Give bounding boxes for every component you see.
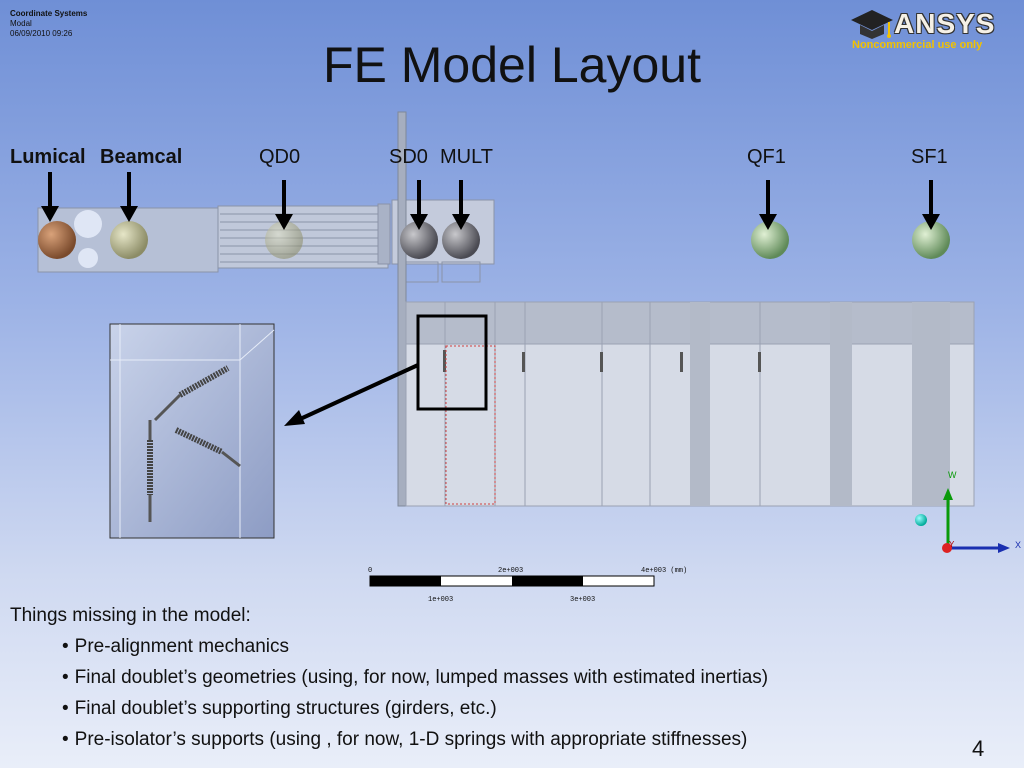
- spring-detail-inset: [109, 323, 275, 539]
- axis-x-label: X: [1015, 540, 1022, 550]
- axis-w-label: W: [948, 470, 957, 480]
- sf1-mass[interactable]: [912, 221, 950, 259]
- scale-tick-1: 1e+003: [428, 596, 454, 604]
- label-beamcal: Beamcal: [100, 146, 183, 168]
- list-item: Pre-isolator’s supports (using , for now…: [62, 724, 768, 755]
- qf1-mass[interactable]: [751, 221, 789, 259]
- model-info: Coordinate Systems Modal 06/09/2010 09:2…: [10, 9, 87, 39]
- beamcal-mass[interactable]: [110, 221, 148, 259]
- scale-tick-3: 3e+003: [570, 596, 596, 604]
- label-arrows: [41, 172, 940, 230]
- view-sphere[interactable]: [915, 514, 927, 526]
- zoom-pointer: [297, 363, 419, 422]
- page-number: 4: [972, 736, 985, 761]
- brand-tagline: Noncommercial use only: [852, 39, 983, 51]
- brand-name: ANSYS: [894, 8, 996, 39]
- scale-tick-0: 0: [368, 567, 373, 575]
- label-mult: MULT: [440, 146, 493, 168]
- mult-mass[interactable]: [442, 221, 480, 259]
- zoom-pointer-head: [284, 410, 305, 426]
- coordinate-triad: [915, 488, 1010, 553]
- list-item: Pre-alignment mechanics: [62, 631, 768, 662]
- qd0-mass[interactable]: [265, 221, 303, 259]
- notes-heading: Things missing in the model:: [10, 605, 251, 626]
- label-sf1: SF1: [911, 146, 948, 168]
- scale-tick-2: 2e+003: [498, 567, 524, 575]
- meta-date: 06/09/2010 09:26: [10, 29, 73, 38]
- support-column: [397, 111, 407, 507]
- meta-subtitle: Modal: [10, 19, 32, 28]
- list-item: Final doublet’s geometries (using, for n…: [62, 662, 768, 693]
- scale-bar: [369, 575, 655, 587]
- graduation-cap-icon: [851, 10, 893, 39]
- slide-title: FE Model Layout: [323, 37, 701, 93]
- label-qd0: QD0: [259, 146, 301, 168]
- forward-beam-pipe: [37, 199, 495, 283]
- main-structure: [405, 301, 975, 507]
- sd0-mass[interactable]: [400, 221, 438, 259]
- ansys-logo: ANSYS Noncommercial use only: [850, 6, 1016, 56]
- list-item: Final doublet’s supporting structures (g…: [62, 693, 768, 724]
- notes-list: Pre-alignment mechanics Final doublet’s …: [10, 631, 768, 755]
- axis-y-label: Y: [949, 540, 955, 549]
- label-sd0: SD0: [389, 146, 428, 168]
- lumical-mass[interactable]: [38, 221, 76, 259]
- scale-tick-4: 4e+003 (mm): [641, 567, 688, 575]
- meta-title: Coordinate Systems: [10, 9, 88, 18]
- zoom-frame: [416, 314, 488, 411]
- label-lumical: Lumical: [10, 146, 86, 168]
- label-qf1: QF1: [747, 146, 786, 168]
- notes-block: Things missing in the model: Pre-alignme…: [10, 600, 768, 755]
